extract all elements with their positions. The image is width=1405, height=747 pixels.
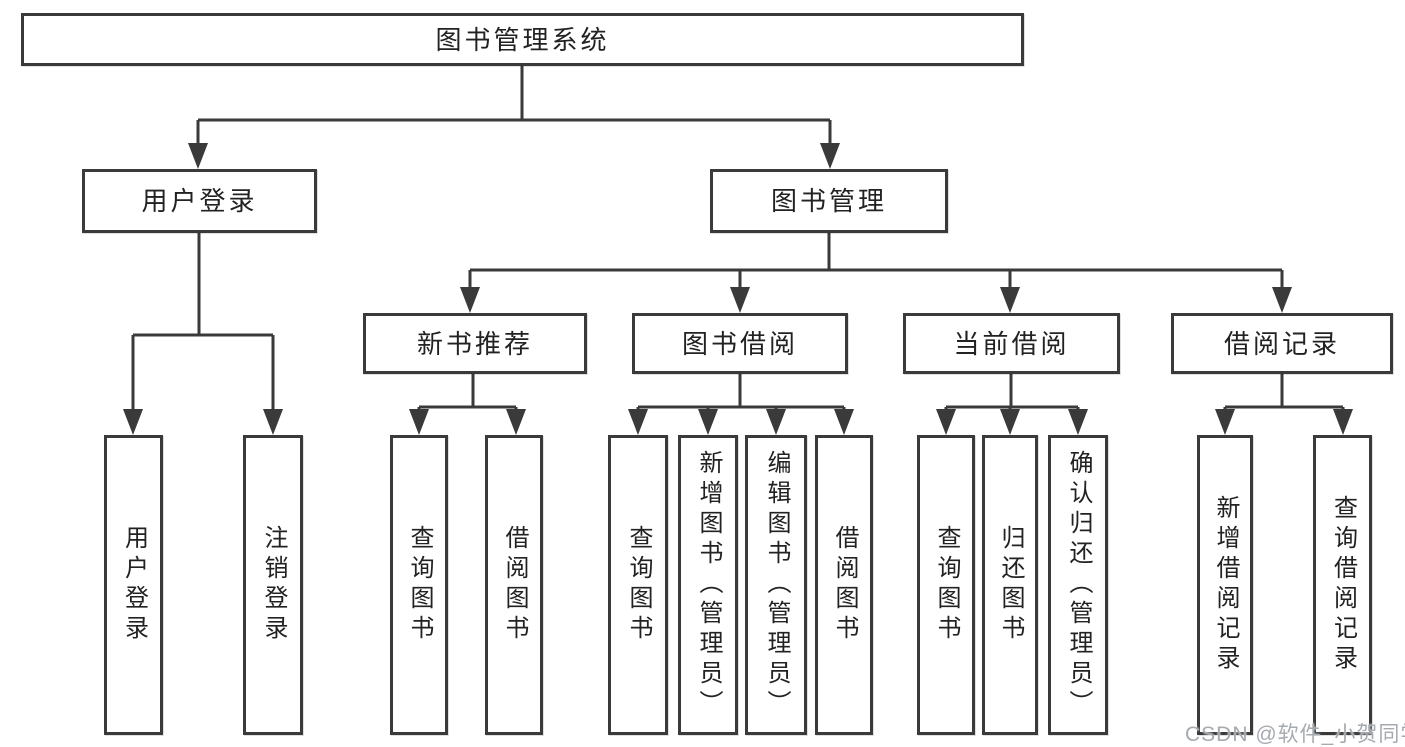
leaf-borrow-books-recommend-label: 借阅图书: [501, 525, 528, 645]
node-book-borrow: 图书借阅: [632, 313, 848, 374]
node-new-book-recommend-label: 新书推荐: [416, 328, 533, 359]
leaf-query-books-borrow-label: 查询图书: [625, 525, 652, 645]
leaf-query-books-current-label: 查询图书: [933, 525, 960, 645]
node-current-borrow-label: 当前借阅: [953, 328, 1070, 359]
watermark: CSDN @软件_小贺同学: [1185, 723, 1405, 746]
node-root-label: 图书管理系统: [435, 24, 610, 55]
leaf-edit-book-admin-label: 编辑图书（管理员）: [763, 450, 790, 720]
leaf-query-borrow-record: 查询借阅记录: [1313, 435, 1372, 735]
leaf-borrow-books-recommend: 借阅图书: [485, 435, 543, 735]
node-book-management-label: 图书管理: [770, 186, 887, 216]
leaf-confirm-return-admin: 确认归还（管理员）: [1048, 435, 1108, 735]
node-new-book-recommend: 新书推荐: [363, 313, 587, 374]
leaf-confirm-return-admin-label: 确认归还（管理员）: [1065, 450, 1092, 720]
leaf-user-login: 用户登录: [104, 435, 163, 735]
connector-arrowheads: [123, 143, 1353, 435]
node-root: 图书管理系统: [21, 13, 1024, 66]
node-user-login-label: 用户登录: [141, 186, 258, 216]
node-borrow-records: 借阅记录: [1171, 313, 1393, 374]
connector-paths: [131, 65, 1345, 431]
leaf-user-login-label: 用户登录: [120, 525, 148, 645]
leaf-return-book-label: 归还图书: [997, 525, 1024, 645]
leaf-add-borrow-record: 新增借阅记录: [1197, 435, 1253, 735]
leaf-borrow-books-label: 借阅图书: [831, 525, 858, 645]
leaf-borrow-books: 借阅图书: [815, 435, 873, 735]
node-borrow-records-label: 借阅记录: [1223, 328, 1340, 359]
leaf-query-books-recommend: 查询图书: [390, 435, 448, 735]
leaf-logout: 注销登录: [243, 435, 303, 735]
leaf-logout-label: 注销登录: [260, 525, 287, 645]
leaf-return-book: 归还图书: [982, 435, 1038, 735]
node-user-login: 用户登录: [82, 169, 317, 233]
node-book-management: 图书管理: [710, 169, 948, 233]
leaf-add-book-admin-label: 新增图书（管理员）: [695, 450, 722, 720]
leaf-query-borrow-record-label: 查询借阅记录: [1329, 495, 1357, 675]
leaf-add-borrow-record-label: 新增借阅记录: [1212, 495, 1239, 675]
leaf-edit-book-admin: 编辑图书（管理员）: [745, 435, 807, 735]
leaf-add-book-admin: 新增图书（管理员）: [678, 435, 738, 735]
node-current-borrow: 当前借阅: [903, 313, 1120, 374]
leaf-query-books-recommend-label: 查询图书: [406, 525, 433, 645]
leaf-query-books-borrow: 查询图书: [608, 435, 668, 735]
node-book-borrow-label: 图书借阅: [681, 328, 798, 359]
leaf-query-books-current: 查询图书: [917, 435, 975, 735]
